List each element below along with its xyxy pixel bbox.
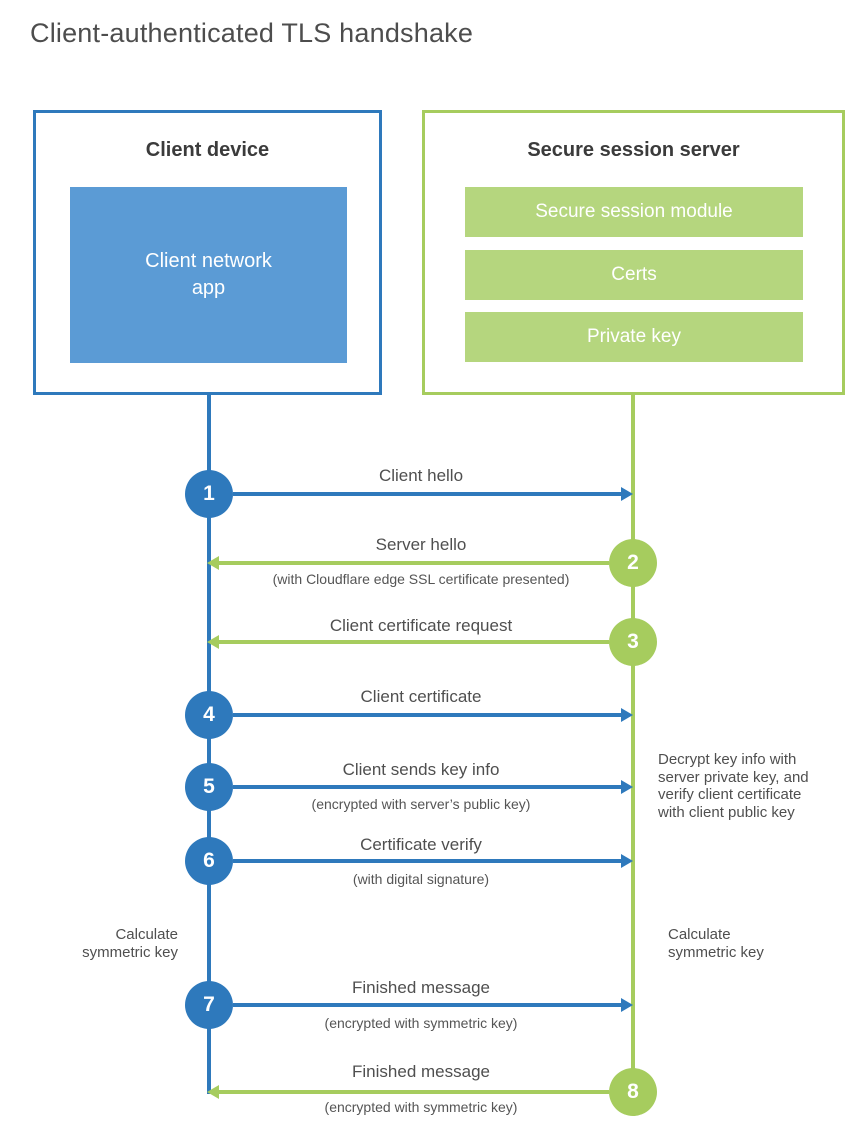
step-3-badge: 3 — [609, 618, 657, 666]
server-lifeline — [631, 393, 635, 1092]
step-5-label: Client sends key info — [342, 760, 500, 779]
step-2-arrow-left — [207, 555, 609, 571]
calculate-symmetric-key-note-client: Calculate symmetric key — [82, 926, 178, 961]
arrow-shaft — [218, 640, 609, 644]
client-device-title: Client device — [145, 139, 270, 161]
step-7-sublabel: (encrypted with symmetric key) — [324, 1015, 518, 1031]
server-certs-bar: Certs — [465, 250, 803, 300]
arrow-head-icon — [621, 998, 633, 1012]
step-8-arrow-left — [207, 1084, 609, 1100]
step-1-label: Client hello — [378, 466, 464, 485]
step-6-badge: 6 — [185, 837, 233, 885]
step-4-arrow-right — [233, 707, 633, 723]
arrow-shaft — [233, 713, 622, 717]
page-title: Client-authenticated TLS handshake — [30, 18, 474, 48]
arrow-shaft — [233, 785, 622, 789]
calculate-symmetric-key-note-server: Calculate symmetric key — [668, 926, 764, 961]
step-4-label: Client certificate — [360, 687, 482, 706]
step-8-sublabel: (encrypted with symmetric key) — [324, 1099, 518, 1115]
decrypt-key-info-note: Decrypt key info with server private key… — [658, 751, 809, 821]
step-7-label: Finished message — [352, 978, 490, 997]
arrow-head-icon — [207, 556, 219, 570]
client-lifeline — [207, 393, 211, 1094]
secure-session-server-box: Secure session server Secure session mod… — [422, 110, 845, 395]
step-8-label: Finished message — [352, 1062, 490, 1081]
arrow-head-icon — [207, 1085, 219, 1099]
step-3-arrow-left — [207, 634, 609, 650]
step-2-sublabel: (with Cloudflare edge SSL certificate pr… — [272, 571, 570, 587]
step-5-badge: 5 — [185, 763, 233, 811]
step-2-label: Server hello — [375, 535, 467, 554]
step-5-sublabel: (encrypted with server’s public key) — [311, 796, 531, 812]
step-6-label: Certificate verify — [360, 835, 482, 854]
step-6-arrow-right — [233, 853, 633, 869]
step-1-arrow-right — [233, 486, 633, 502]
step-4-badge: 4 — [185, 691, 233, 739]
arrow-head-icon — [621, 487, 633, 501]
step-5-arrow-right — [233, 779, 633, 795]
client-device-box: Client device Client network app — [33, 110, 382, 395]
step-1-badge: 1 — [185, 470, 233, 518]
arrow-shaft — [233, 859, 622, 863]
arrow-head-icon — [621, 708, 633, 722]
arrow-shaft — [218, 1090, 609, 1094]
server-title: Secure session server — [527, 139, 740, 161]
step-7-arrow-right — [233, 997, 633, 1013]
arrow-shaft — [218, 561, 609, 565]
step-3-label: Client certificate request — [329, 616, 513, 635]
arrow-shaft — [233, 492, 622, 496]
step-8-badge: 8 — [609, 1068, 657, 1116]
step-7-badge: 7 — [185, 981, 233, 1029]
server-private-key-bar: Private key — [465, 312, 803, 362]
arrow-head-icon — [621, 780, 633, 794]
step-6-sublabel: (with digital signature) — [352, 871, 490, 887]
server-secure-session-module-bar: Secure session module — [465, 187, 803, 237]
arrow-head-icon — [621, 854, 633, 868]
arrow-head-icon — [207, 635, 219, 649]
step-2-badge: 2 — [609, 539, 657, 587]
client-network-app-box: Client network app — [70, 187, 347, 363]
arrow-shaft — [233, 1003, 622, 1007]
